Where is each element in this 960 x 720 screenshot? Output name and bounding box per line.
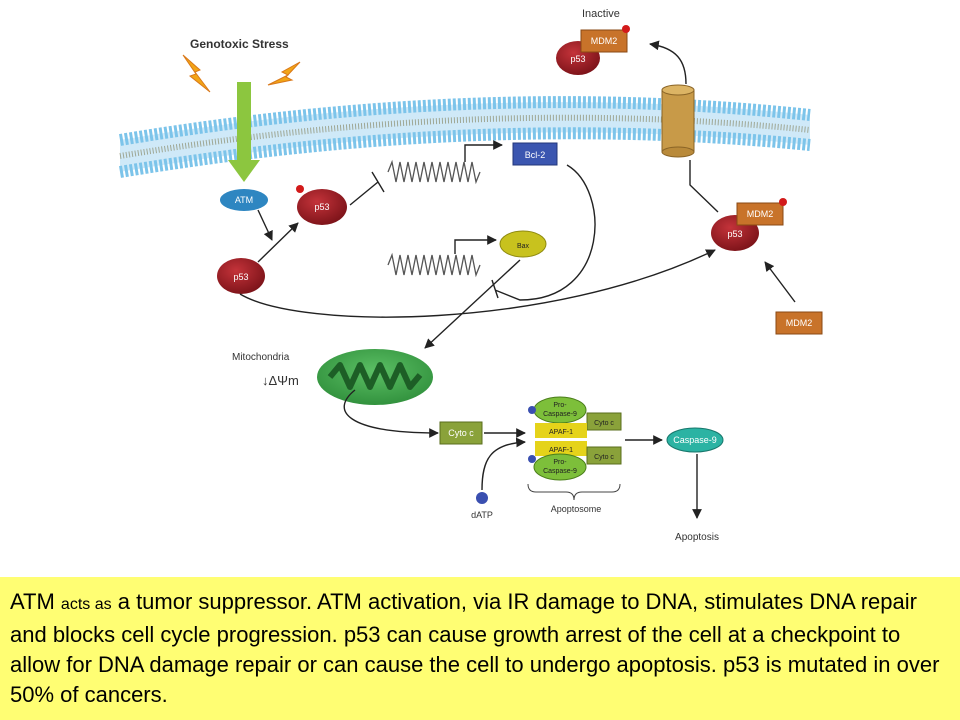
p53-label: p53 [570,54,585,64]
pathway-arrows [239,40,796,519]
mitochondria-label: Mitochondria [232,352,290,363]
membrane-potential-label: ↓ΔΨm [262,373,299,388]
apoptosome-complex: Pro- Caspase-9 Cyto c APAF-1 APAF-1 Cyto… [527,396,622,514]
apaf1-label: APAF-1 [549,429,573,436]
datp-label: dATP [471,510,493,520]
bcl2-label: Bcl-2 [525,150,546,160]
apoptosome-label: Apoptosome [551,504,602,514]
caption-text: ATM acts as a tumor suppressor. ATM acti… [10,589,939,707]
inactive-label: Inactive [582,8,620,20]
p53-pathway-diagram: Genotoxic Stress ATM p53 p53 Inactive p5… [119,8,823,543]
caption-part3: a tumor suppressor. ATM activation, via … [10,589,940,707]
pro-caspase-label: Pro- [553,459,567,466]
mdm2-free-node: MDM2 [775,311,823,335]
mdm2-label: MDM2 [786,318,813,328]
cyto-c-label: Cyto c [594,420,614,427]
mdm2-label: MDM2 [747,209,774,219]
pro-caspase-label: Pro- [553,402,567,409]
caspase-9-label: Caspase-9 [543,411,577,418]
caspase-9-label: Caspase-9 [673,435,717,445]
cell-membrane [119,96,811,178]
lightning-bolt-right-icon [267,61,301,86]
atm-label: ATM [235,195,253,205]
cyto-c-label: Cyto c [448,428,474,438]
inactive-p53-mdm2-complex: p53 MDM2 [556,25,630,75]
p53-node: p53 [217,258,265,294]
membrane-channel [661,84,695,158]
bcl2-node: Bcl-2 [512,142,558,166]
caspase-9-node: Caspase-9 [666,427,724,453]
stress-arrow [228,82,260,182]
p53-label: p53 [233,272,248,282]
mitochondrion [317,349,433,405]
dna-coil-bax [387,252,481,278]
mdm2-label: MDM2 [591,36,618,46]
datp-node: dATP [471,492,493,520]
apoptosis-label: Apoptosis [675,532,719,543]
caspase-9-label: Caspase-9 [543,468,577,475]
genotoxic-stress-label: Genotoxic Stress [190,37,289,51]
caption-box: ATM acts as a tumor suppressor. ATM acti… [0,577,960,720]
bax-node: Bax [499,230,547,258]
p53-phosphorylated-node: p53 [296,185,347,225]
cyto-c-node: Cyto c [439,421,483,445]
p53-mdm2-complex: p53 MDM2 [711,198,787,251]
dna-coil-bcl2 [387,159,481,185]
lightning-bolt-left-icon [182,54,211,93]
p53-label: p53 [314,202,329,212]
caption-part1: ATM [10,589,61,614]
cyto-c-label: Cyto c [594,454,614,461]
bax-label: Bax [517,243,530,250]
p53-label: p53 [727,229,742,239]
atm-node: ATM [220,189,268,211]
apaf1-label: APAF-1 [549,447,573,454]
caption-part2: acts as [60,596,112,613]
